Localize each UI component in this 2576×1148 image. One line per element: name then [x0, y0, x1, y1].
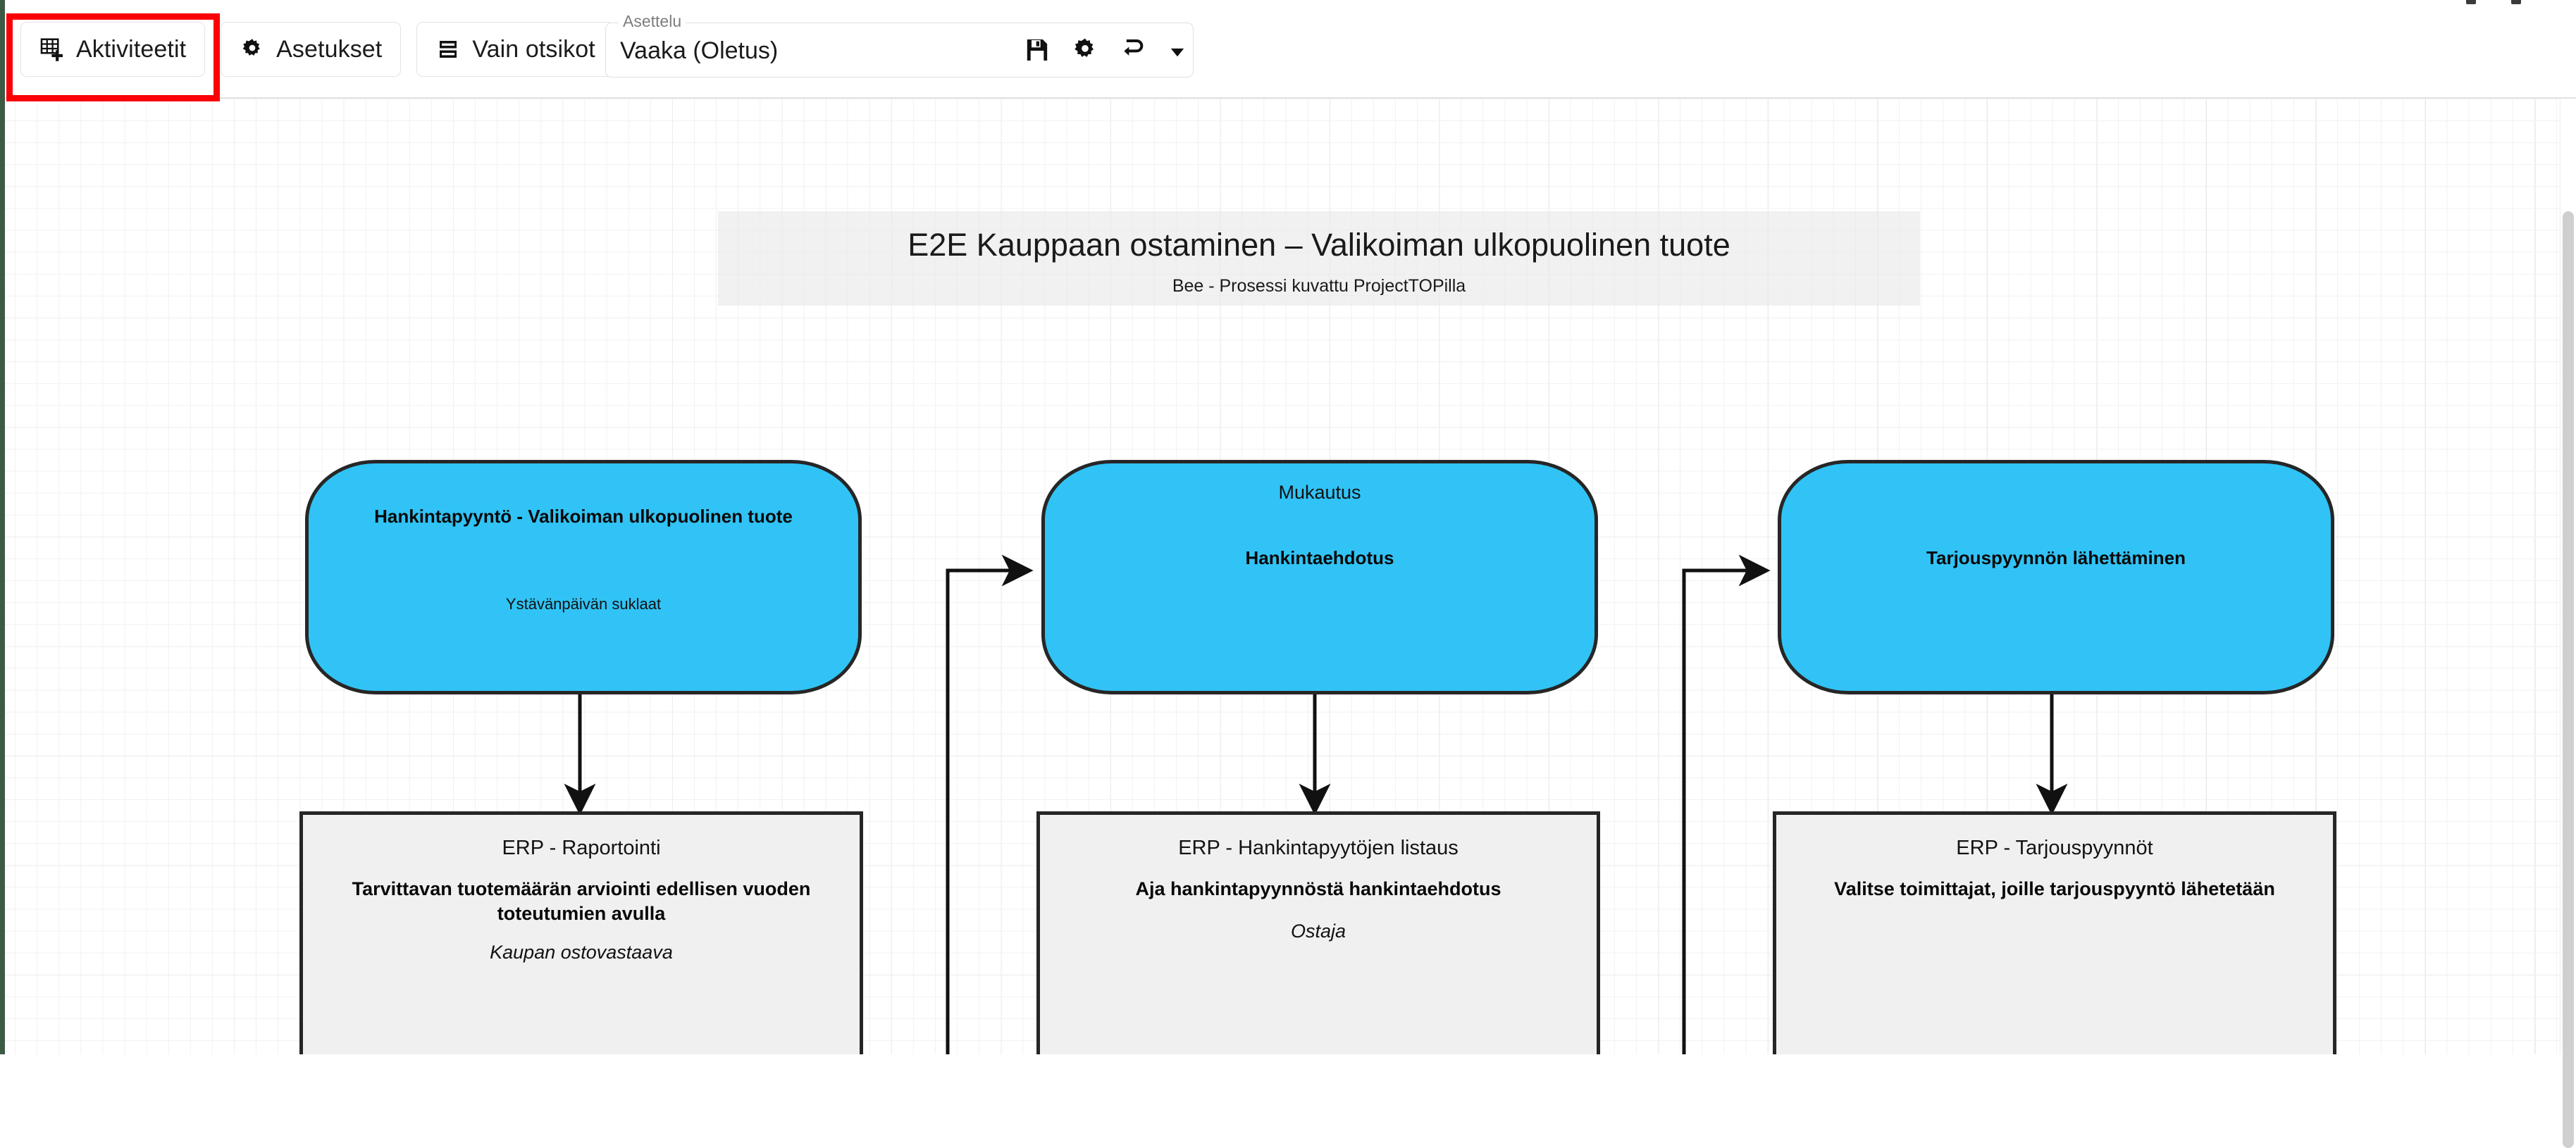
- vertical-scrollbar-thumb[interactable]: [2563, 211, 2574, 1148]
- connector-layer: [564, 554, 2068, 1054]
- system-node-1-role: Kaupan ostovastaava: [490, 942, 673, 963]
- vertical-scrollbar-track[interactable]: [2560, 99, 2576, 1148]
- undo-icon[interactable]: [1119, 36, 1147, 64]
- activity-node-1-title: Hankintapyyntö - Valikoiman ulkopuolinen…: [374, 506, 793, 527]
- activity-node-1-note: Ystävänpäivän suklaat: [505, 595, 662, 613]
- system-node-2-role: Ostaja: [1290, 921, 1346, 942]
- activity-node-3[interactable]: Tarjouspyynnön lähettäminen: [1778, 460, 2334, 694]
- activity-node-2[interactable]: Mukautus Hankintaehdotus: [1041, 460, 1598, 694]
- activity-node-3-title: Tarjouspyynnön lähettäminen: [1926, 547, 2186, 568]
- clipped-glyph-left: [2466, 0, 2476, 4]
- toolbar-button-group: Aktiviteetit Asetukset Vain otsikot: [5, 21, 614, 77]
- connector-elbow-to-a3: [1682, 554, 1771, 1054]
- system-node-2-system: ERP - Hankintapyytöjen listaus: [1178, 837, 1459, 859]
- system-node-3-title: Valitse toimittajat, joille tarjouspyynt…: [1834, 878, 2275, 899]
- system-node-3[interactable]: ERP - Tarjouspyynnöt Valitse toimittajat…: [1773, 811, 2336, 1054]
- system-node-2[interactable]: ERP - Hankintapyytöjen listaus Aja hanki…: [1036, 811, 1600, 1054]
- layout-select-legend: Asettelu: [619, 11, 686, 31]
- layout-select[interactable]: Asettelu Vaaka (Oletus): [605, 11, 1194, 77]
- table-add-icon: [40, 38, 63, 61]
- settings-button-label: Asetukset: [276, 35, 383, 63]
- activities-button[interactable]: Aktiviteetit: [20, 22, 206, 77]
- layout-select-value: Vaaka (Oletus): [620, 37, 779, 64]
- page-subtitle: Bee - Prosessi kuvattu ProjectTOPilla: [1172, 276, 1466, 296]
- gear-icon[interactable]: [1071, 36, 1099, 64]
- system-node-1[interactable]: ERP - Raportointi Tarvittavan tuotemäärä…: [299, 811, 863, 1054]
- titles-only-button-label: Vain otsikot: [472, 35, 595, 63]
- save-icon[interactable]: [1023, 36, 1051, 64]
- activity-node-2-title: Hankintaehdotus: [1245, 547, 1394, 568]
- app-left-rail: [0, 0, 5, 1054]
- chevron-down-icon[interactable]: [1170, 44, 1185, 60]
- gear-icon: [242, 39, 260, 56]
- toolbar: Aktiviteetit Asetukset Vain otsikot Aset…: [5, 0, 2576, 99]
- system-node-1-system: ERP - Raportointi: [502, 837, 661, 859]
- rows-icon: [440, 41, 457, 58]
- titles-only-button[interactable]: Vain otsikot: [416, 22, 614, 77]
- system-node-1-title: Tarvittavan tuotemäärän arviointi edelli…: [352, 878, 811, 924]
- clipped-glyph-right: [2511, 0, 2521, 4]
- connector-elbow-to-a2: [946, 554, 1034, 1054]
- system-node-3-system: ERP - Tarjouspyynnöt: [1956, 837, 2153, 859]
- activity-node-2-subtitle: Mukautus: [1278, 482, 1361, 503]
- activities-button-label: Aktiviteetit: [76, 35, 187, 63]
- diagram-canvas[interactable]: E2E Kauppaan ostaminen – Valikoiman ulko…: [5, 99, 2560, 1054]
- system-node-2-title: Aja hankintapyynnöstä hankintaehdotus: [1135, 878, 1501, 899]
- page-title: E2E Kauppaan ostaminen – Valikoiman ulko…: [908, 227, 1730, 263]
- settings-button[interactable]: Asetukset: [221, 22, 402, 77]
- activity-node-1[interactable]: Hankintapyyntö - Valikoiman ulkopuolinen…: [305, 460, 862, 694]
- diagram-title-banner[interactable]: E2E Kauppaan ostaminen – Valikoiman ulko…: [718, 211, 1920, 306]
